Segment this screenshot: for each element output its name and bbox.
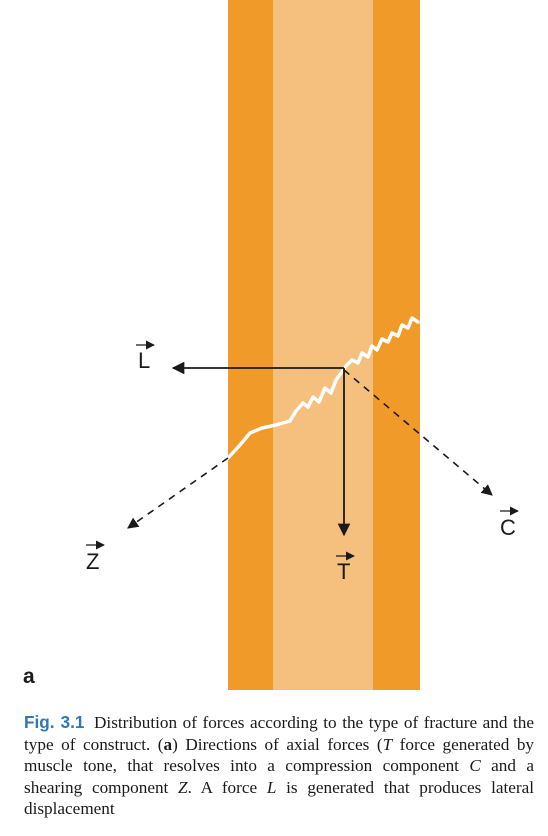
caption-symbol-L: L xyxy=(266,777,277,797)
bone-cortex-left xyxy=(228,0,273,690)
caption-panel-ref: a xyxy=(163,734,173,754)
figure-caption: Fig. 3.1 Distribution of forces accordin… xyxy=(24,712,534,820)
force-C-symbol: C xyxy=(500,515,516,540)
bone-shaft xyxy=(228,0,420,690)
caption-symbol-C: C xyxy=(469,756,481,775)
force-Z-label: Z xyxy=(86,540,105,574)
caption-text: ) Directions of axial forces ( xyxy=(172,734,383,754)
force-C-arrow xyxy=(343,369,493,496)
force-T-label: T xyxy=(336,551,355,584)
force-L-symbol: L xyxy=(138,348,150,373)
force-L-label: L xyxy=(136,340,155,373)
caption-symbol-T: T xyxy=(382,734,393,754)
panel-label: a xyxy=(23,665,35,688)
caption-text: and a shearing component xyxy=(24,756,535,797)
caption-symbol-Z: Z xyxy=(178,777,188,797)
force-C-label: C xyxy=(500,506,519,540)
force-Z-symbol: Z xyxy=(86,549,99,574)
caption-text: force generated by muscle tone, that res… xyxy=(24,734,535,776)
caption-text: is generated that produces lateral displ… xyxy=(24,777,535,819)
fracture-force-diagram: L T C Z a xyxy=(23,0,519,690)
bone-medulla xyxy=(273,0,373,690)
force-Z-arrow xyxy=(127,457,229,529)
force-T-symbol: T xyxy=(337,559,350,584)
caption-text: Distribution of forces according to the … xyxy=(24,713,535,754)
caption-text: . A force xyxy=(187,777,267,797)
figure-number: Fig. 3.1 xyxy=(24,712,85,732)
